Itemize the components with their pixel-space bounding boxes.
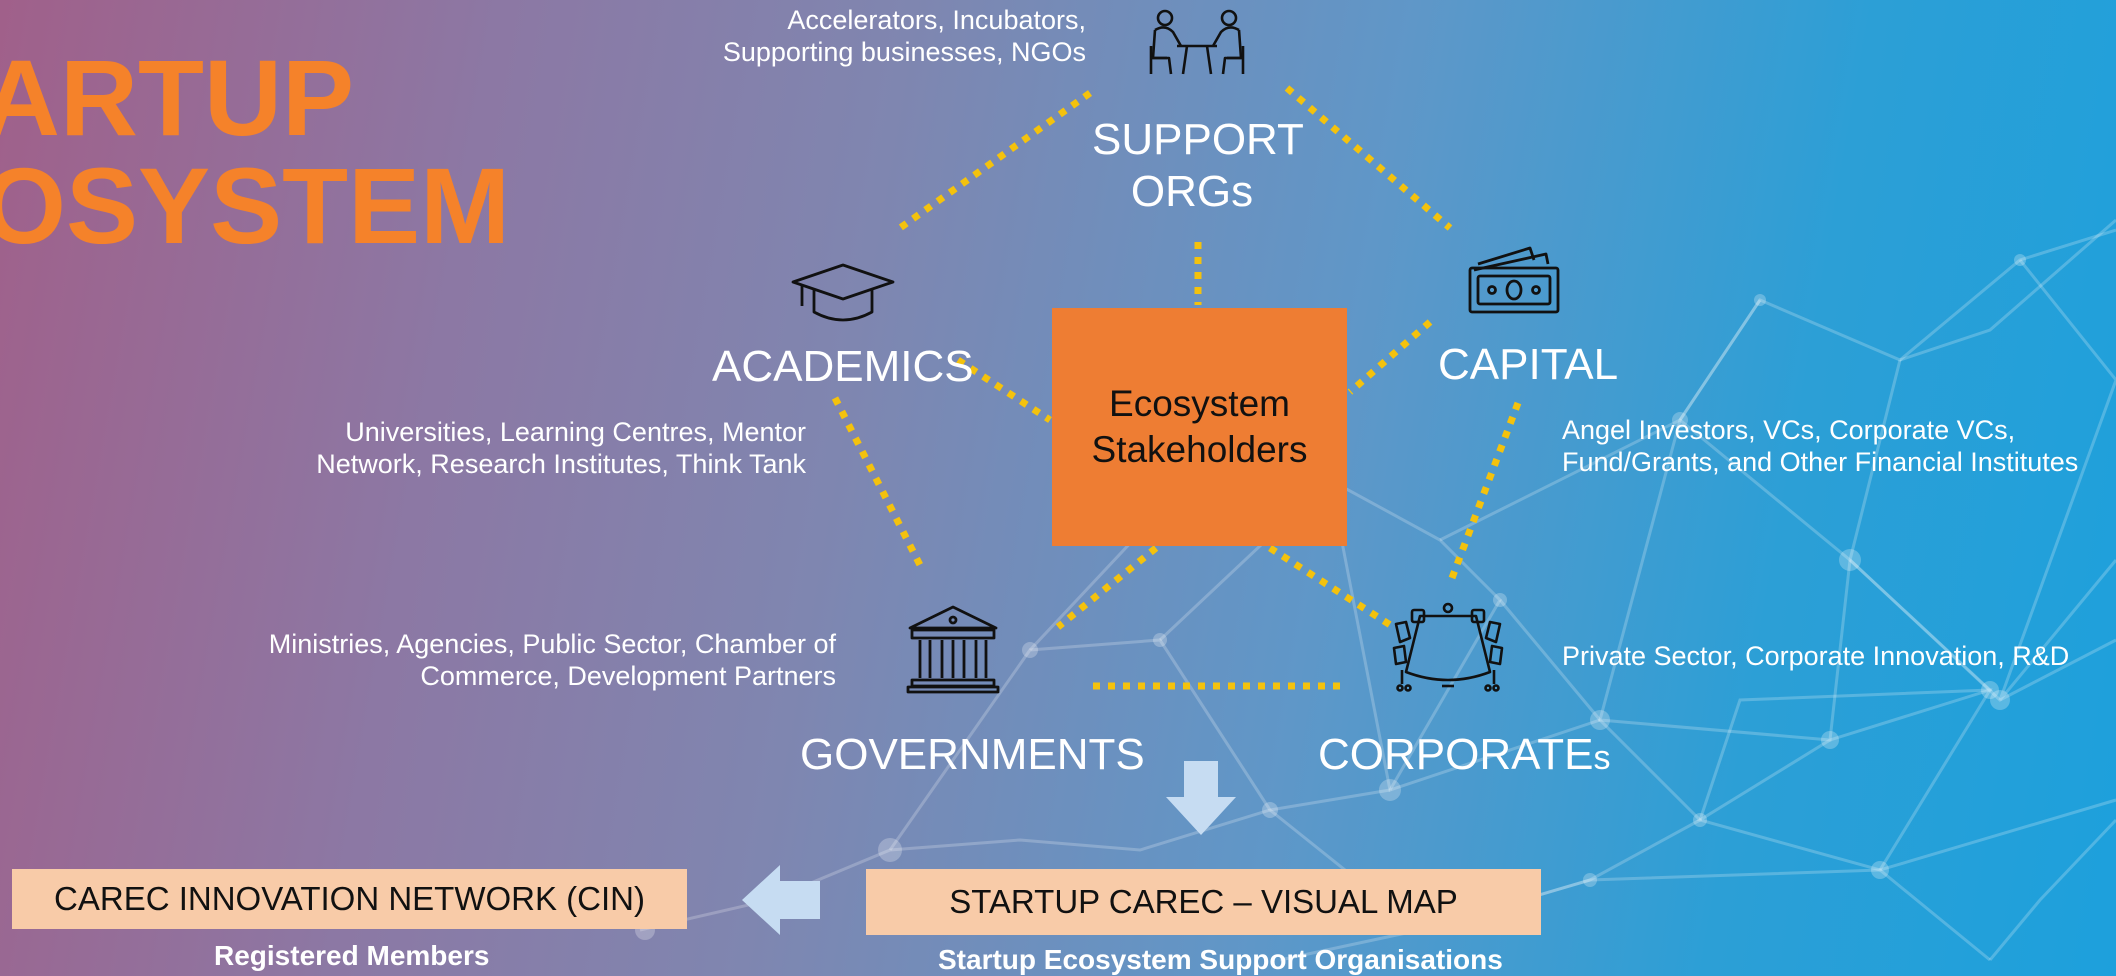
capital-description: Angel Investors, VCs, Corporate VCs, Fun… [1562,414,2078,478]
center-stakeholders-box: Ecosystem Stakeholders [1052,308,1347,546]
academics-description: Universities, Learning Centres, Mentor N… [316,416,806,480]
government-building-icon [906,605,1000,694]
center-label-line-1: Ecosystem [1109,383,1290,424]
governments-desc-line-1: Ministries, Agencies, Public Sector, Cha… [268,629,836,659]
visual-map-box-label: STARTUP CAREC – VISUAL MAP [949,883,1458,920]
support-label-line-2: ORGs [1130,167,1254,216]
academics-label: ACADEMICS [712,342,974,391]
corporates-label-suffix: s [1593,739,1611,777]
visual-map-box[interactable]: STARTUP CAREC – VISUAL MAP [866,869,1541,935]
cin-box-label: CAREC INNOVATION NETWORK (CIN) [54,880,645,917]
support-label-line-1: SUPPORT [1092,115,1304,164]
money-icon [1468,246,1560,314]
left-arrow-icon [742,865,820,935]
capital-desc-line-2: Fund/Grants, and Other Financial Institu… [1562,447,2079,477]
conference-table-icon [1392,602,1504,692]
governments-desc-line-2: Commerce, Development Partners [420,661,836,691]
corporates-description: Private Sector, Corporate Innovation, R&… [1562,641,2070,671]
capital-desc-line-1: Angel Investors, VCs, Corporate VCs, [1562,415,2016,445]
cin-caption: Registered Members [214,940,490,971]
title-line-2: OSYSTEM [0,145,511,266]
meeting-people-icon [1149,9,1245,75]
governments-description: Ministries, Agencies, Public Sector, Cha… [269,628,836,692]
support-orgs-label: SUPPORT ORGs [1092,114,1304,218]
graduation-cap-icon [791,263,895,322]
capital-label: CAPITAL [1438,340,1619,389]
academics-desc-line-1: Universities, Learning Centres, Mentor [345,417,806,447]
governments-label: GOVERNMENTS [800,730,1145,779]
corporates-label: CORPORATEs [1318,730,1610,780]
visual-map-caption: Startup Ecosystem Support Organisations [938,944,1503,975]
down-arrow-icon [1166,761,1236,835]
academics-desc-line-2: Network, Research Institutes, Think Tank [316,449,806,479]
title-line-1: ARTUP [0,37,354,158]
support-desc-line-2: Supporting businesses, NGOs [722,37,1086,67]
center-label-line-2: Stakeholders [1091,429,1308,470]
cin-box[interactable]: CAREC INNOVATION NETWORK (CIN) [12,869,687,929]
corporates-label-main: CORPORATE [1318,730,1594,779]
support-desc-line-1: Accelerators, Incubators, [787,5,1086,35]
support-description: Accelerators, Incubators, Supporting bus… [723,4,1086,68]
